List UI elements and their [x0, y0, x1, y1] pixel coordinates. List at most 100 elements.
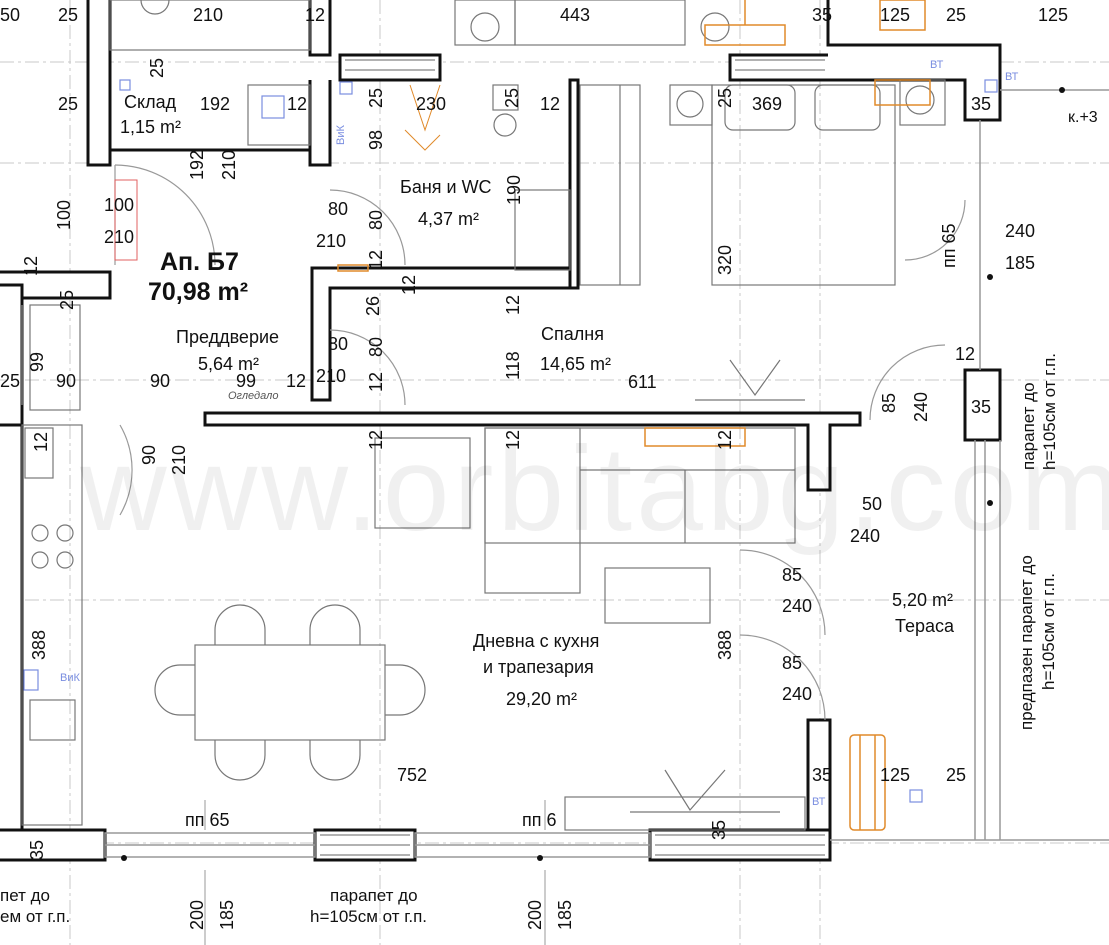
dim: 25	[946, 765, 967, 785]
dim: 388	[715, 629, 735, 660]
windows	[104, 89, 1109, 858]
dim: 230	[416, 94, 447, 114]
dim: 80	[366, 336, 386, 357]
parapet-right-label-4: h=105см от г.п.	[1039, 572, 1058, 690]
dim: 185	[217, 899, 237, 930]
dim: 80	[366, 209, 386, 230]
parapet-right-label: парапет до	[1019, 382, 1038, 470]
dim: 12	[21, 255, 41, 276]
dim: 240	[1005, 221, 1036, 241]
bt-label-2: ВТ	[1005, 71, 1019, 83]
dim: 185	[555, 899, 575, 930]
storage-area: 1,15 m²	[120, 117, 182, 137]
dim: 90	[150, 371, 171, 391]
wall-left-mid	[0, 298, 24, 427]
dim: 125	[880, 5, 911, 25]
dim: 12	[503, 294, 523, 315]
dim: 12	[366, 249, 386, 270]
bedroom-name: Спалня	[541, 324, 604, 344]
bath-name: Баня и WC	[400, 177, 492, 197]
dim: 12	[540, 94, 561, 114]
wall-top-right	[826, 0, 1002, 122]
dim: 90	[56, 371, 77, 391]
dining-table	[194, 644, 386, 741]
dim: 240	[850, 526, 881, 546]
dim: 12	[366, 429, 386, 450]
dim: 125	[880, 765, 911, 785]
wall-hall-left	[0, 270, 112, 300]
dim-ticks	[204, 800, 546, 945]
dim: 35	[709, 819, 729, 840]
dim: 80	[328, 334, 349, 354]
dim: 12	[399, 274, 419, 295]
wall-mid-horizontal	[203, 411, 862, 492]
wall-storage-bottom	[88, 148, 312, 167]
dim: 35	[971, 397, 992, 417]
dim: 85	[782, 565, 803, 585]
wall-bottom-kitchen	[0, 828, 107, 862]
wall-bath-left	[308, 80, 332, 167]
living-name-2: и трапезария	[483, 657, 594, 677]
mirror-label: Огледало	[228, 390, 279, 402]
dim: 98	[366, 129, 386, 150]
parapet-mid-label-2: h=105см от г.п.	[310, 907, 428, 926]
living-name: Дневна с кухня	[473, 631, 600, 651]
dim: 210	[316, 366, 347, 386]
dim: 100	[104, 195, 135, 215]
hatched-walls	[320, 59, 825, 856]
dim: 240	[911, 391, 931, 422]
dim: 192	[187, 149, 207, 180]
dim: 99	[236, 371, 257, 391]
dim: 85	[879, 392, 899, 413]
wall-bath-right	[568, 78, 580, 290]
bath-area: 4,37 m²	[418, 209, 480, 229]
dim: 99	[27, 351, 47, 372]
dim: 190	[504, 174, 524, 205]
hall-area: 5,64 m²	[198, 354, 260, 374]
storage-name: Склад	[124, 92, 177, 112]
dim: 320	[715, 244, 735, 275]
parapet-left-label: пет до	[0, 886, 50, 905]
dim: 100	[54, 199, 74, 230]
walls	[0, 0, 1002, 862]
dim: 210	[104, 227, 135, 247]
dim: 12	[955, 344, 976, 364]
dim: 25	[946, 5, 967, 25]
dim: 240	[782, 596, 813, 616]
dim: 12	[31, 431, 51, 452]
pp65-label-b: пп 65	[939, 223, 959, 268]
red-items	[114, 179, 138, 261]
terrace-name: Тераса	[895, 616, 955, 636]
dim: 200	[187, 899, 207, 930]
vik-label-2: ВиК	[60, 672, 80, 684]
bed	[711, 84, 896, 286]
hall-name: Преддверие	[176, 327, 280, 347]
wall-top-left	[86, 0, 112, 167]
dim: 210	[193, 5, 224, 25]
living-area: 29,20 m²	[506, 689, 578, 709]
dim: 125	[1038, 5, 1069, 25]
terrace-area: 5,20 m²	[892, 590, 954, 610]
dim: 185	[1005, 253, 1036, 273]
dim: 35	[971, 94, 992, 114]
furniture	[21, 0, 946, 831]
bt-label-3: ВТ	[812, 796, 826, 808]
dim: 443	[560, 5, 591, 25]
dim: 35	[812, 765, 833, 785]
dim: 35	[812, 5, 833, 25]
wall-stub-1	[338, 53, 442, 82]
level-label: к.+3	[1068, 109, 1098, 126]
wall-stub-2	[728, 53, 832, 82]
dim: 25	[366, 87, 386, 108]
parapet-right-label-2: h=105см от г.п.	[1040, 352, 1059, 470]
dim: 25	[58, 94, 79, 114]
dim: 12	[305, 5, 326, 25]
bt-label-1: ВТ	[930, 59, 944, 71]
dim: 369	[752, 94, 783, 114]
dim: 80	[328, 199, 349, 219]
dim: 240	[782, 684, 813, 704]
bedroom-area: 14,65 m²	[540, 354, 612, 374]
dim: 192	[200, 94, 231, 114]
dim: 25	[0, 371, 21, 391]
